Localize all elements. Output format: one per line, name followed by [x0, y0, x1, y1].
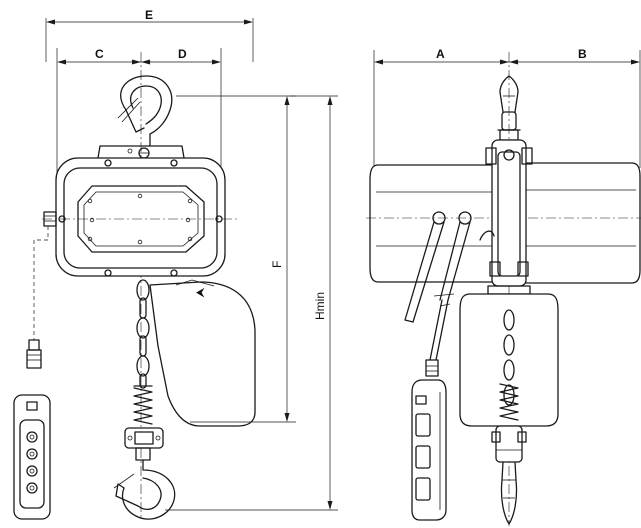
dimension-label-e: E: [145, 8, 153, 22]
dimension-f: F: [176, 95, 296, 423]
pendant-control-front: [13, 339, 51, 520]
side-view: A B: [366, 47, 641, 526]
dimension-label-hmin: Hmin: [313, 292, 327, 320]
dimension-label-b: B: [578, 47, 587, 61]
bottom-hook-block: [124, 427, 164, 461]
dimension-a-b: A B: [373, 47, 641, 168]
svg-text:⮜: ⮜: [196, 285, 205, 299]
load-chain-front: [136, 279, 150, 389]
dimension-c-d: C D: [56, 47, 222, 180]
bottom-block-side: [491, 425, 527, 463]
bottom-hook-side: [500, 461, 518, 525]
central-frame-side: [485, 139, 533, 287]
pendant-control-side: [411, 299, 451, 521]
dimension-label-c: C: [95, 47, 104, 61]
spring-front: [133, 385, 153, 425]
dimension-label-a: A: [436, 47, 445, 61]
top-hook: [117, 75, 173, 147]
cable-gland: [33, 211, 57, 340]
spring-side: [499, 383, 519, 421]
cable-arms-side: [404, 211, 495, 323]
chain-bag: ⮜: [149, 279, 256, 427]
dimension-label-f: F: [270, 261, 284, 268]
bottom-hook: [113, 459, 176, 520]
hoist-body-front: [42, 157, 240, 277]
dimension-label-d: D: [178, 47, 187, 61]
dimension-hmin: Hmin: [165, 95, 338, 511]
dimension-e: E: [45, 8, 254, 62]
front-view: E C D: [13, 8, 338, 520]
